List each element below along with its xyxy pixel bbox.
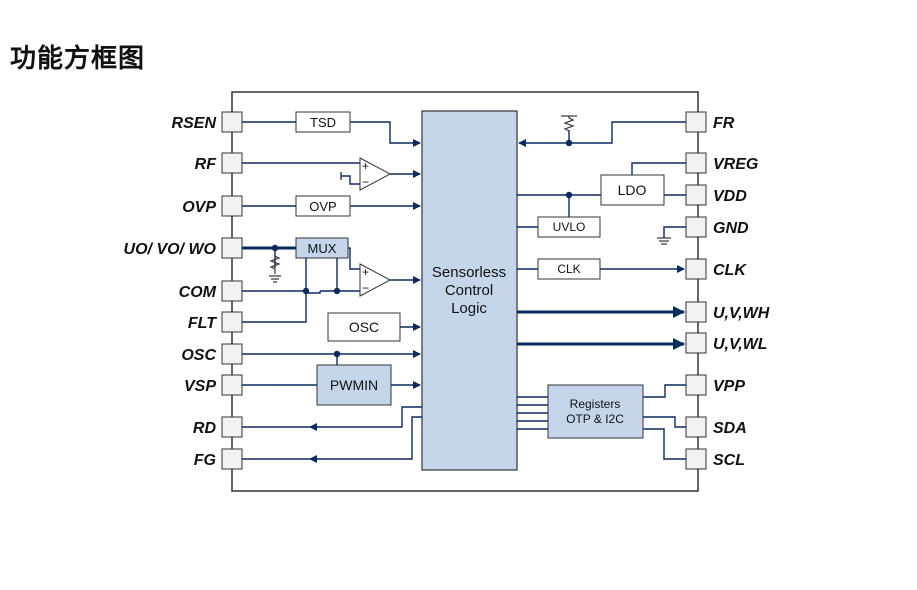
pin-label-gnd: GND [713,220,749,237]
pin-label-vsp: VSP [184,378,216,395]
pin-label-ovp: OVP [182,199,216,216]
ldo-label: LDO [618,182,647,198]
core-logic-line-2: Control [445,282,493,299]
core-logic-line-1: Sensorless [432,264,506,281]
pin-label-rsen: RSEN [172,115,217,132]
clk-label: CLK [557,262,580,276]
pin-label-uvwh: U,V,WH [713,305,770,322]
pin-label-fg: FG [194,452,216,469]
pin-uvwh [685,301,707,323]
left-pin-labels: RSEN RF OVP UO/ VO/ WO COM FLT OSC VSP R… [124,115,218,469]
pin-osc [221,343,243,365]
pin-ovp [221,195,243,217]
right-pins [685,111,707,470]
registers-line-2: OTP & I2C [566,412,624,426]
pin-vpp [685,374,707,396]
pin-vsp [221,374,243,396]
pin-label-vdd: VDD [713,188,747,205]
resistor-fr [561,115,577,132]
pin-label-uvwo: UO/ VO/ WO [124,241,217,258]
osc-block [327,312,401,342]
pin-label-rf: RF [195,156,218,173]
pwmin-block [316,364,392,406]
mux-label: MUX [308,241,337,256]
pin-label-vpp: VPP [713,378,745,395]
uvlo-label: UVLO [553,220,586,234]
pin-rf [221,152,243,174]
pin-label-osc: OSC [181,347,216,364]
osc-label: OSC [349,319,379,335]
pin-label-uvwl: U,V,WL [713,336,768,353]
pin-uvwo [221,237,243,259]
pin-clk [685,258,707,280]
comparator-bemf-plus: + [362,265,369,279]
pin-fg [221,448,243,470]
pin-vreg [685,152,707,174]
comparator-rf: + − [359,157,392,191]
tsd-label: TSD [310,115,336,130]
pwmin-label: PWMIN [330,377,378,393]
pin-uvwl [685,332,707,354]
ground-gnd [657,237,671,245]
ovp-label: OVP [309,199,336,214]
pin-label-rd: RD [193,420,217,437]
registers-block [547,384,644,439]
pin-label-com: COM [179,284,217,301]
comparator-bemf: + − [359,263,392,297]
core-logic-line-3: Logic [451,300,487,317]
junctions [271,139,573,358]
pin-label-vreg: VREG [713,156,758,173]
comparator-rf-plus: + [362,159,369,173]
pin-label-fr: FR [713,115,735,132]
registers-line-1: Registers [570,397,621,411]
pin-sda [685,416,707,438]
pin-gnd [685,216,707,238]
comparator-bemf-minus: − [362,281,369,295]
pin-label-clk: CLK [713,262,747,279]
pin-fr [685,111,707,133]
comparator-rf-minus: − [362,175,369,189]
pin-vdd [685,184,707,206]
page-title: 功能方框图 [10,44,146,74]
pin-label-flt: FLT [188,315,217,332]
right-pin-labels: FR VREG VDD GND CLK U,V,WH U,V,WL VPP SD… [713,115,770,469]
pin-flt [221,311,243,333]
pin-label-sda: SDA [713,420,747,437]
pin-com [221,280,243,302]
core-logic-block [421,110,518,471]
pin-rd [221,416,243,438]
pin-rsen [221,111,243,133]
pin-label-scl: SCL [713,452,745,469]
resistor-mux [269,255,281,283]
pin-scl [685,448,707,470]
